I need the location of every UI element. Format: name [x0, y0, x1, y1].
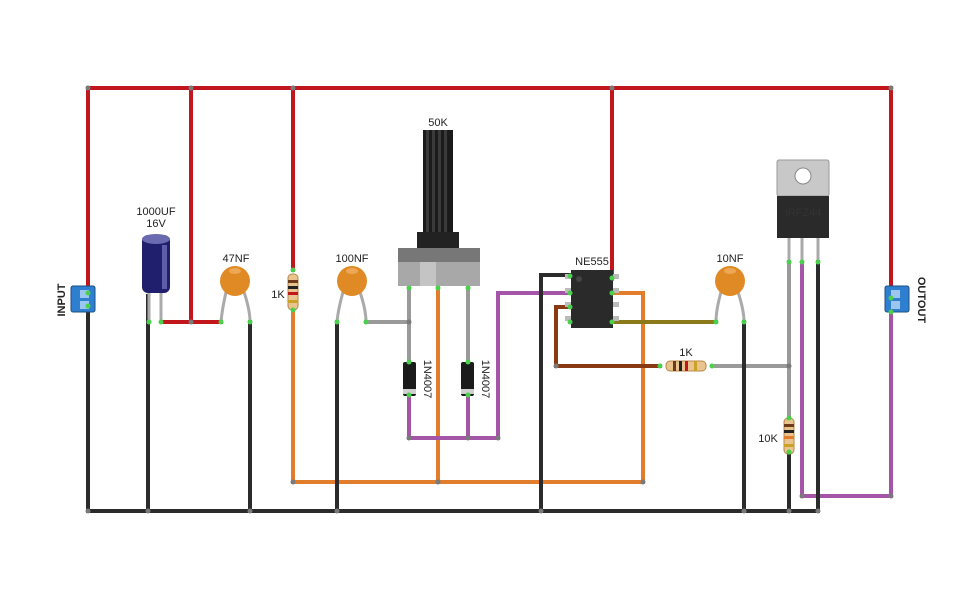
input-label: INPUT — [56, 283, 68, 316]
cap-1000uf-voltage: 16V — [146, 218, 166, 230]
res-1k-left-label: 1K — [271, 289, 285, 301]
potentiometer-50k[interactable] — [398, 130, 480, 286]
diode-2-label: 1N4007 — [479, 360, 491, 399]
output-label: OUTOUT — [915, 277, 927, 324]
joint-dots — [85, 259, 894, 455]
diode-1-label: 1N4007 — [421, 360, 433, 399]
cap-47nf-label: 47NF — [223, 253, 250, 265]
resistor-10k[interactable] — [783, 417, 795, 455]
cap-1000uf-value: 1000UF — [136, 206, 175, 218]
electrolytic-capacitor-1000uf[interactable] — [142, 234, 170, 322]
pot-50k-label: 50K — [428, 117, 448, 129]
res-1k-mid-label: 1K — [679, 347, 693, 359]
ic-ne555-label: NE555 — [575, 256, 609, 268]
cap-10nf-label: 10NF — [717, 253, 744, 265]
ceramic-capacitor-10nf[interactable] — [714, 266, 746, 323]
resistor-1k-mid[interactable] — [665, 360, 707, 372]
ic-ne555[interactable] — [565, 270, 619, 328]
power-wires — [86, 86, 893, 325]
junction-nodes — [85, 85, 894, 514]
input-terminal-block[interactable] — [70, 285, 96, 313]
diode-1n4007-2[interactable] — [461, 362, 474, 396]
brown-olive-wires — [554, 305, 718, 368]
cap-100nf-label: 100NF — [335, 253, 368, 265]
output-terminal-block[interactable] — [884, 285, 910, 313]
ceramic-capacitor-47nf[interactable] — [219, 266, 252, 323]
mosfet-irfz44[interactable] — [776, 159, 830, 262]
resistor-1k-left[interactable] — [287, 273, 299, 311]
diode-1n4007-1[interactable] — [403, 362, 416, 396]
ground-wires — [86, 260, 820, 513]
ceramic-capacitor-100nf[interactable] — [335, 266, 368, 323]
mosfet-label: IRFZ44 — [785, 207, 822, 219]
res-10k-label: 10K — [758, 433, 778, 445]
